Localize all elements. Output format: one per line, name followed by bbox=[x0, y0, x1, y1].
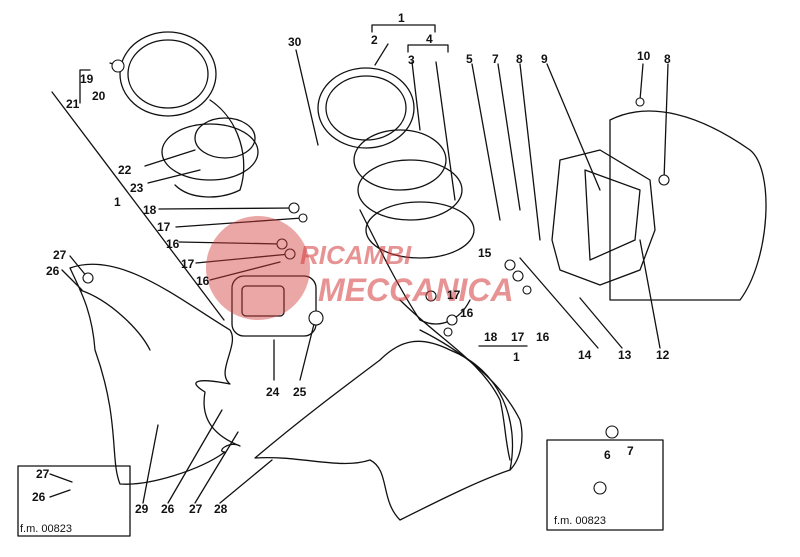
callout: 27 bbox=[36, 467, 50, 481]
callout: 8 bbox=[664, 52, 671, 66]
callout: 26 bbox=[32, 490, 46, 504]
callout: 25 bbox=[293, 385, 307, 399]
callout: 17 bbox=[157, 220, 171, 234]
watermark-line1: RICAMBI bbox=[300, 240, 412, 270]
callout: 17 bbox=[181, 257, 195, 271]
callout: 7 bbox=[492, 52, 499, 66]
callout: 12 bbox=[656, 348, 670, 362]
callout: 1 bbox=[114, 195, 121, 209]
callout: 18 bbox=[143, 203, 157, 217]
callout: 4 bbox=[426, 32, 433, 46]
callout: 14 bbox=[578, 348, 592, 362]
callout: 17 bbox=[447, 288, 461, 302]
callout: 27 bbox=[53, 248, 67, 262]
watermark-line2: MECCANICA bbox=[318, 272, 514, 308]
callout: 1 bbox=[398, 11, 405, 25]
callout: 10 bbox=[637, 49, 651, 63]
callout: 16 bbox=[166, 237, 180, 251]
callout: 30 bbox=[288, 35, 302, 49]
callout: 26 bbox=[46, 264, 60, 278]
callout: 7 bbox=[627, 444, 634, 458]
figure-code: f.m. 00823 bbox=[554, 515, 606, 527]
callout: 24 bbox=[266, 385, 280, 399]
callout: 18 bbox=[484, 330, 498, 344]
callout: 1 bbox=[513, 350, 520, 364]
callout: 13 bbox=[618, 348, 632, 362]
callout: 22 bbox=[118, 163, 132, 177]
callout: 21 bbox=[66, 97, 80, 111]
callout: 2 bbox=[371, 33, 378, 47]
callout: 5 bbox=[466, 52, 473, 66]
callout: 29 bbox=[135, 502, 149, 516]
callout: 20 bbox=[92, 89, 106, 103]
callout: 26 bbox=[161, 502, 175, 516]
callout: 8 bbox=[516, 52, 523, 66]
callout: 15 bbox=[478, 246, 492, 260]
callout: 3 bbox=[408, 53, 415, 67]
callout: 28 bbox=[214, 502, 228, 516]
callout: 16 bbox=[536, 330, 550, 344]
callout: 16 bbox=[460, 306, 474, 320]
callout: 9 bbox=[541, 52, 548, 66]
watermark-logo bbox=[206, 216, 310, 320]
callout: 6 bbox=[604, 448, 611, 462]
callout: 23 bbox=[130, 181, 144, 195]
figure-code: f.m. 00823 bbox=[20, 523, 72, 535]
callout: 19 bbox=[80, 72, 94, 86]
callout: 17 bbox=[511, 330, 525, 344]
callout: 27 bbox=[189, 502, 203, 516]
callout: 16 bbox=[196, 274, 210, 288]
